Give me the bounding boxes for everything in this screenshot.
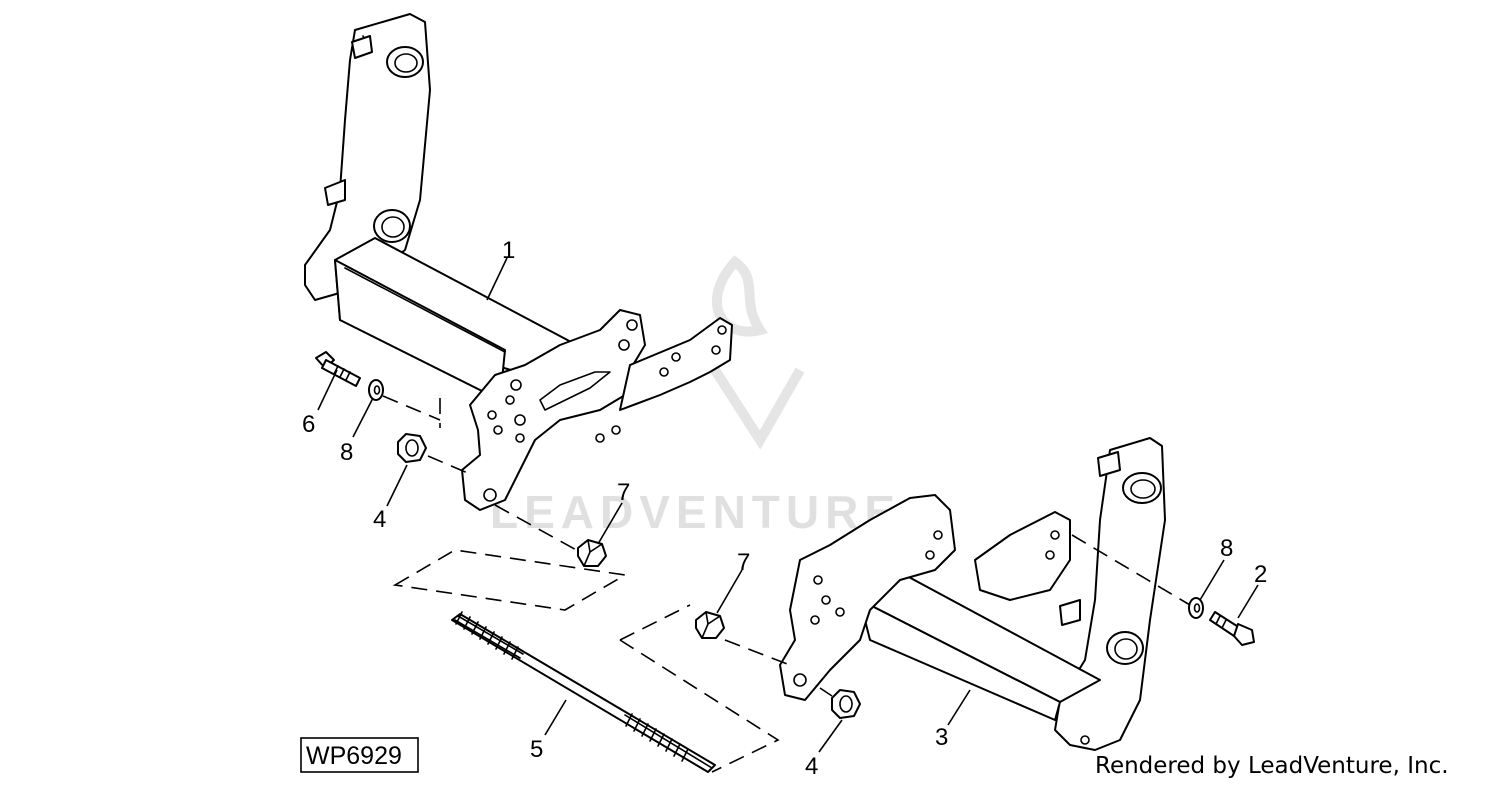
part-5-threaded-rod <box>451 611 716 773</box>
callout-4-right: 4 <box>805 753 818 780</box>
callout-7-right: 7 <box>737 549 750 576</box>
callout-8-right: 8 <box>1220 535 1233 562</box>
figure-id-label: WP6929 <box>300 737 419 773</box>
callout-5: 5 <box>530 736 543 763</box>
callout-4-left: 4 <box>373 506 386 533</box>
callout-8-left: 8 <box>340 439 353 466</box>
callout-7-left: 7 <box>617 479 630 506</box>
part-4-nut-left <box>397 433 427 463</box>
callout-2: 2 <box>1254 561 1267 588</box>
watermark-text: LEADVENTURE <box>490 486 901 538</box>
figure-id-text: WP6929 <box>306 742 402 770</box>
part-7-nut-right <box>695 611 725 639</box>
part-4-nut-right <box>831 689 861 719</box>
part-8-washer-left <box>368 379 384 401</box>
callout-6: 6 <box>302 411 315 438</box>
part-2-bolt-right <box>1209 611 1255 646</box>
callout-1: 1 <box>502 237 515 264</box>
part-8-washer-right <box>1188 597 1204 619</box>
callouts: 1 2 3 4 4 5 6 7 7 8 8 <box>302 237 1267 780</box>
part-7-nut-left <box>577 539 607 567</box>
part-1-left-bracket <box>304 13 733 511</box>
leader-lines <box>317 257 1259 753</box>
render-credit: Rendered by LeadVenture, Inc. <box>1095 753 1449 779</box>
callout-3: 3 <box>935 724 948 751</box>
watermark-logo: LEADVENTURE <box>490 255 901 538</box>
part-3-right-bracket <box>779 437 1166 751</box>
part-6-bolt-left <box>315 351 361 387</box>
assembly-lines <box>382 395 1191 773</box>
